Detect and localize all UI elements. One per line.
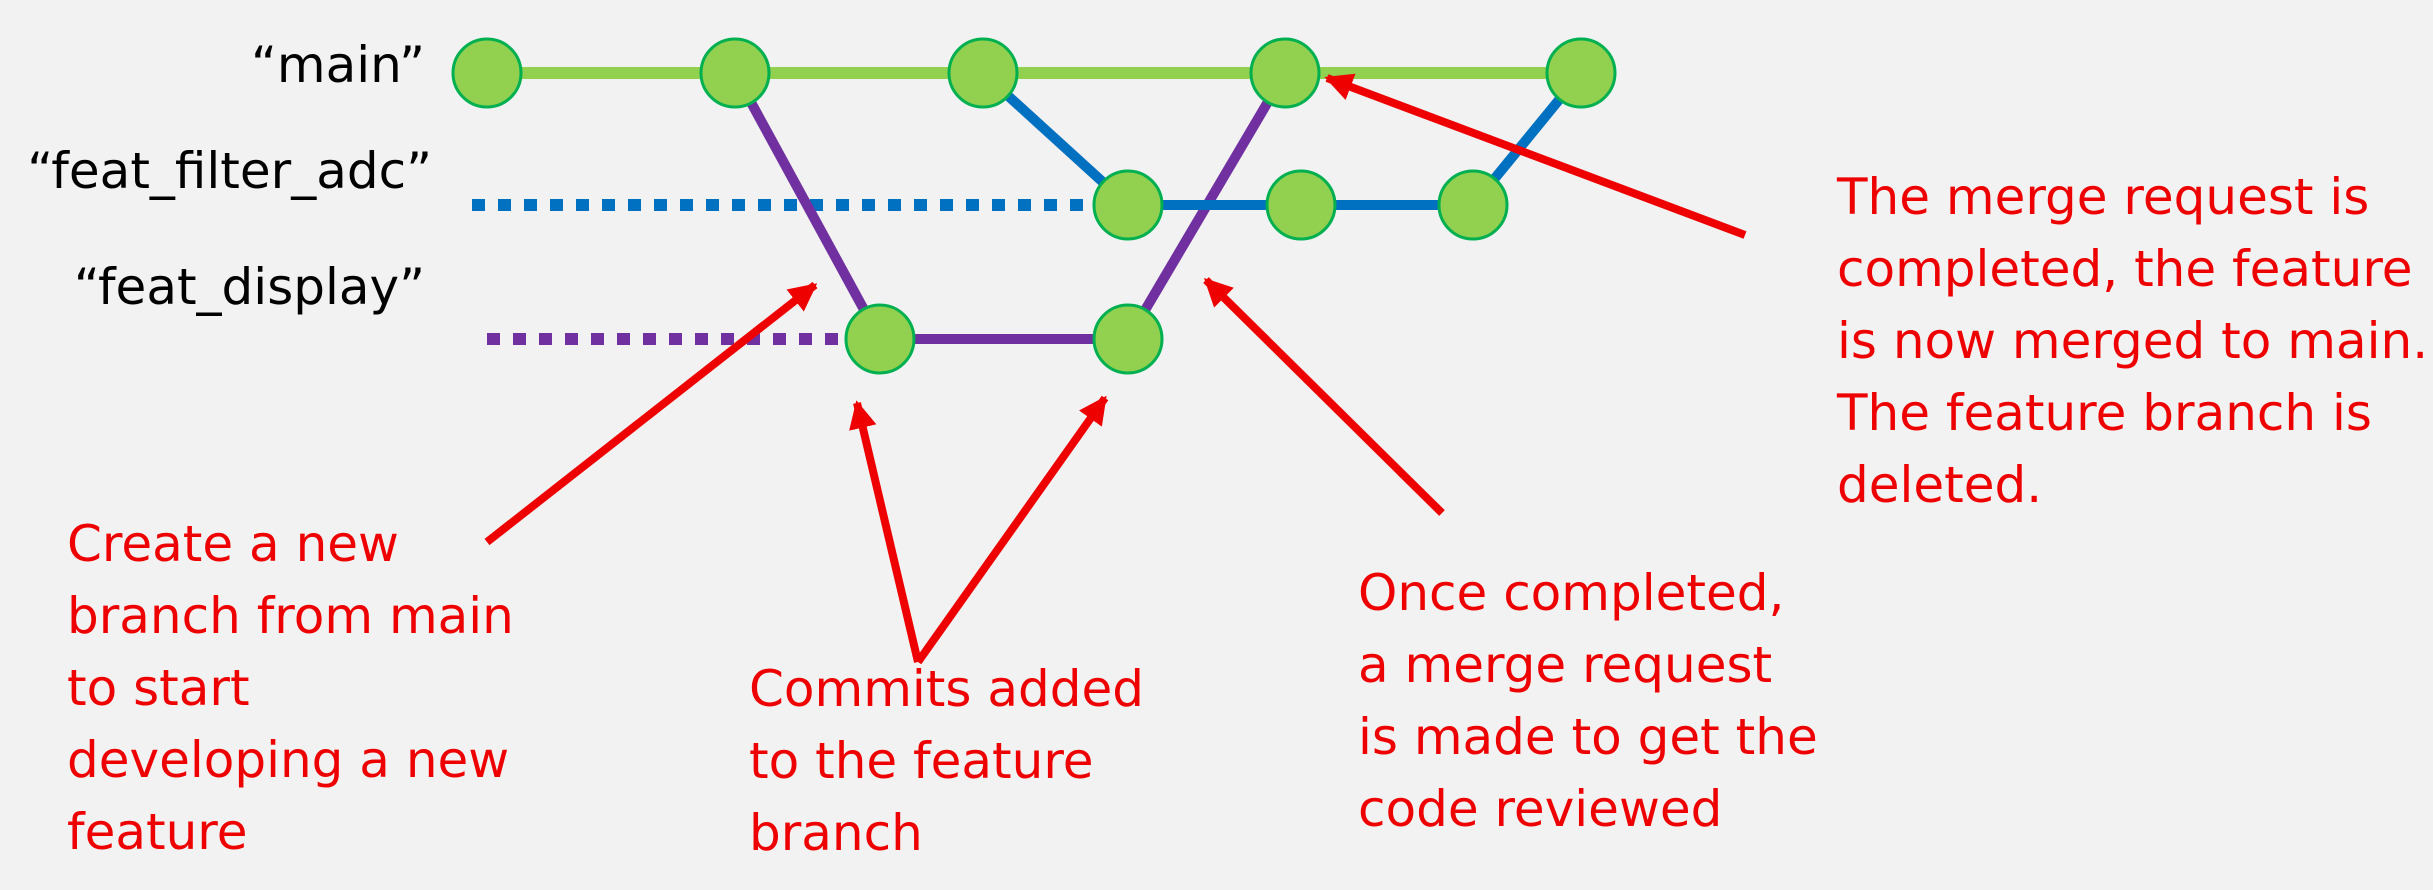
annotation-line: The merge request is <box>1837 168 2370 226</box>
commit-feat-filter-adc-1 <box>1092 169 1164 241</box>
commit-feat-filter-adc-2 <box>1265 169 1337 241</box>
annotation-line: is made to get the <box>1358 708 1818 766</box>
commit-main-4 <box>1249 37 1321 109</box>
annotation-line: to the feature <box>749 732 1094 790</box>
annotation-line: branch <box>749 804 923 862</box>
arrow-to-merge-request <box>1203 277 1445 516</box>
annotation-create-branch: Create a new branch from main to start d… <box>67 508 514 868</box>
annotation-commits-added: Commits added to the feature branch <box>749 653 1144 869</box>
annotation-line: developing a new <box>67 731 510 789</box>
branch-label-main: “main” <box>251 36 425 94</box>
annotation-line: Commits added <box>749 660 1144 718</box>
commit-main-1 <box>451 37 523 109</box>
annotation-line: deleted. <box>1837 456 2043 514</box>
annotation-line: a merge request <box>1358 636 1773 694</box>
annotation-line: code reviewed <box>1358 780 1723 838</box>
annotation-line: The feature branch is <box>1837 384 2372 442</box>
annotation-merge-request: Once completed, a merge request is made … <box>1358 557 1818 845</box>
annotation-line: feature <box>67 803 248 861</box>
annotation-line: to start <box>67 659 250 717</box>
commit-feat-display-2 <box>1092 303 1164 375</box>
annotation-line: branch from main <box>67 587 514 645</box>
commit-feat-filter-adc-3 <box>1437 169 1509 241</box>
branch-label-feat-display: “feat_display” <box>73 258 425 316</box>
commit-main-3 <box>947 37 1019 109</box>
annotation-merged: The merge request is completed, the feat… <box>1837 161 2428 521</box>
annotation-line: Create a new <box>67 515 399 573</box>
arrow-to-branch-start <box>484 281 818 546</box>
arrow-to-merged-commit <box>1324 73 1747 239</box>
commit-main-2 <box>699 37 771 109</box>
commit-main-5 <box>1545 37 1617 109</box>
annotation-line: completed, the feature <box>1837 240 2413 298</box>
arrow-to-commit-1 <box>849 400 922 663</box>
arrow-to-commit-2 <box>914 395 1109 665</box>
annotation-line: is now merged to main. <box>1837 312 2429 370</box>
annotation-line: Once completed, <box>1358 564 1785 622</box>
commit-feat-display-1 <box>844 303 916 375</box>
branch-label-feat-filter-adc: “feat_filter_adc” <box>27 142 432 200</box>
